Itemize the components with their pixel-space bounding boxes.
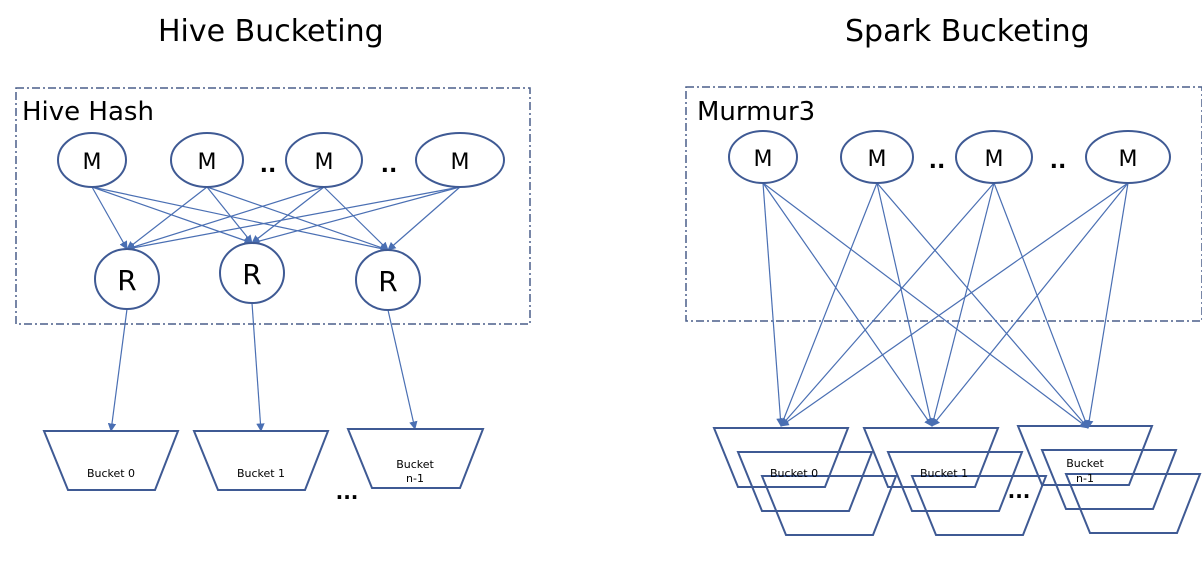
spark-bucket-n-1-label-line1: Bucket xyxy=(1066,457,1104,470)
mapper-label: M xyxy=(198,150,217,175)
spark-bucket-2-copy xyxy=(1016,425,1154,486)
hive-bucket-0: Bucket 0 xyxy=(42,430,180,491)
spark-edges xyxy=(762,182,1129,429)
mapper-to-reducer-arrow xyxy=(206,186,253,244)
murmur3-label: Murmur3 xyxy=(697,97,815,127)
mapper-to-bucket-arrow xyxy=(779,182,878,427)
mapper-label: M xyxy=(868,147,887,172)
mapper-label: M xyxy=(1119,147,1138,172)
spark-mapper-dots-1: .. xyxy=(929,149,946,174)
mapper-to-bucket-arrow xyxy=(762,182,1089,429)
hive-reducer-3: R xyxy=(355,249,421,311)
spark-bucket-1-copy xyxy=(886,451,1024,512)
hive-mapper-4: M xyxy=(415,132,505,188)
mapper-to-reducer-arrow xyxy=(91,186,128,250)
mapper-to-bucket-arrow xyxy=(929,182,995,427)
hive-bucket-n-1: Bucket n-1 xyxy=(346,428,485,489)
mapper-to-reducer-arrow xyxy=(251,186,461,246)
mapper-to-reducer-arrow xyxy=(126,186,208,250)
spark-mapper-3: M xyxy=(955,130,1033,184)
spark-bucket-ellipsis: ... xyxy=(1008,479,1031,503)
spark-bucket-2-copy xyxy=(1064,473,1202,534)
spark-bucket-n-1-label-line2: n-1 xyxy=(1076,472,1094,485)
mapper-label: M xyxy=(985,147,1004,172)
bucket-label: Bucket 1 xyxy=(237,467,285,480)
mapper-label: M xyxy=(451,150,470,175)
reducer-to-bucket-arrow xyxy=(107,308,128,432)
mapper-to-bucket-arrow xyxy=(1085,182,1129,429)
spark-mapper-4: M xyxy=(1085,130,1171,184)
hive-mapper-dots-2: .. xyxy=(381,153,398,178)
bucket-label-line2: n-1 xyxy=(406,472,424,485)
spark-bucket-0-copy xyxy=(712,427,850,488)
reducer-label: R xyxy=(242,258,261,291)
spark-bucket-2-copy xyxy=(1040,449,1178,510)
mapper-to-reducer-arrow xyxy=(126,186,461,252)
bucket-label-line1: Bucket xyxy=(396,458,434,471)
mapper-to-reducer-arrow xyxy=(251,186,325,244)
spark-bucket-1-copy xyxy=(910,475,1048,536)
spark-bucketing-title: Spark Bucketing xyxy=(845,14,1090,49)
spark-bucket-1-label: Bucket 1 xyxy=(920,467,968,480)
hive-bucketing-title: Hive Bucketing xyxy=(158,14,384,49)
mapper-label: M xyxy=(754,147,773,172)
mapper-to-reducer-arrow xyxy=(91,186,389,253)
mapper-to-reducer-arrow xyxy=(126,186,325,251)
spark-buckets xyxy=(712,425,1202,536)
mapper-to-reducer-arrow xyxy=(387,186,461,251)
mapper-label: M xyxy=(83,150,102,175)
bucket-label: Bucket 0 xyxy=(87,467,135,480)
spark-bucket-0-label: Bucket 0 xyxy=(770,467,818,480)
mapper-to-bucket-arrow xyxy=(931,182,1129,427)
mapper-to-bucket-arrow xyxy=(762,182,933,427)
hive-mapper-3: M xyxy=(285,132,363,188)
reducer-to-bucket-arrow xyxy=(387,309,418,430)
murmur3-boundary xyxy=(685,86,1202,322)
reducer-label: R xyxy=(117,264,136,297)
spark-mapper-1: M xyxy=(728,130,798,184)
mapper-to-bucket-arrow xyxy=(780,182,995,427)
mapper-label: M xyxy=(315,150,334,175)
spark-bucket-0-copy xyxy=(736,451,874,512)
hive-mapper-2: M xyxy=(170,132,244,188)
hive-hash-boundary xyxy=(15,87,531,325)
mapper-to-bucket-arrow xyxy=(762,182,785,427)
mapper-to-bucket-arrow xyxy=(876,182,1089,429)
hive-mapper-1: M xyxy=(57,132,127,188)
spark-mapper-dots-2: .. xyxy=(1050,149,1067,174)
hive-edges xyxy=(91,186,461,432)
spark-mapper-2: M xyxy=(840,130,914,184)
hive-reducer-2: R xyxy=(219,242,285,304)
spark-bucket-0-copy xyxy=(760,475,898,536)
hive-hash-label: Hive Hash xyxy=(22,97,154,127)
mapper-to-reducer-arrow xyxy=(206,186,389,252)
mapper-to-bucket-arrow xyxy=(876,182,935,427)
hive-bucket-ellipsis: ... xyxy=(336,480,359,504)
hive-reducer-1: R xyxy=(94,248,160,310)
hive-bucket-1: Bucket 1 xyxy=(192,430,330,491)
spark-bucket-1-copy xyxy=(862,427,1000,488)
mapper-to-bucket-arrow xyxy=(780,182,1129,427)
reducer-label: R xyxy=(378,265,397,298)
mapper-to-bucket-arrow xyxy=(993,182,1090,429)
reducer-to-bucket-arrow xyxy=(251,302,265,432)
mapper-to-reducer-arrow xyxy=(323,186,389,251)
hive-mapper-dots-1: .. xyxy=(260,153,277,178)
mapper-to-reducer-arrow xyxy=(91,186,253,245)
